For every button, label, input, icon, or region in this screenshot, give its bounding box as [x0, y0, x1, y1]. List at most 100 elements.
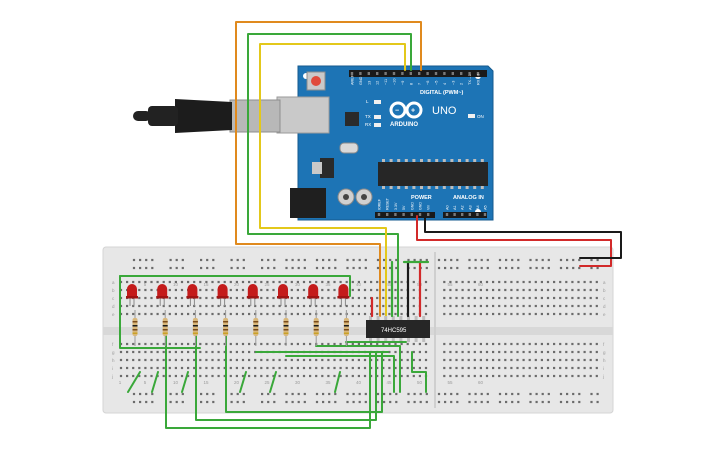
breadboard-hole[interactable]: [211, 312, 214, 316]
rail-hole[interactable]: [352, 266, 355, 270]
breadboard-hole[interactable]: [290, 288, 293, 292]
breadboard-hole[interactable]: [272, 296, 275, 300]
rail-hole[interactable]: [578, 258, 581, 262]
rail-hole[interactable]: [572, 258, 575, 262]
breadboard-hole[interactable]: [174, 366, 177, 370]
breadboard-hole[interactable]: [168, 366, 171, 370]
breadboard-hole[interactable]: [565, 374, 568, 378]
rail-hole[interactable]: [383, 266, 386, 270]
rail-hole[interactable]: [261, 258, 264, 262]
breadboard-hole[interactable]: [193, 350, 196, 354]
breadboard-hole[interactable]: [534, 342, 537, 346]
rail-hole[interactable]: [419, 258, 422, 262]
breadboard-hole[interactable]: [284, 304, 287, 308]
rail-hole[interactable]: [236, 400, 239, 404]
breadboard-hole[interactable]: [382, 304, 385, 308]
breadboard-hole[interactable]: [174, 312, 177, 316]
breadboard-hole[interactable]: [217, 312, 220, 316]
rail-hole[interactable]: [297, 400, 300, 404]
breadboard-hole[interactable]: [577, 312, 580, 316]
breadboard-hole[interactable]: [394, 358, 397, 362]
rail-hole[interactable]: [413, 266, 416, 270]
breadboard-hole[interactable]: [492, 312, 495, 316]
rail-hole[interactable]: [547, 258, 550, 262]
wire-output-5[interactable]: [285, 355, 395, 393]
breadboard-hole[interactable]: [528, 342, 531, 346]
rail-hole[interactable]: [389, 266, 392, 270]
breadboard-hole[interactable]: [443, 342, 446, 346]
breadboard-hole[interactable]: [223, 312, 226, 316]
breadboard-hole[interactable]: [302, 366, 306, 370]
breadboard-hole[interactable]: [382, 296, 385, 300]
breadboard-hole[interactable]: [174, 304, 177, 308]
wires-arduino[interactable]: [235, 21, 622, 317]
breadboard-hole[interactable]: [449, 374, 452, 378]
breadboard-hole[interactable]: [571, 350, 574, 354]
rail-hole[interactable]: [566, 392, 569, 396]
rail-hole[interactable]: [151, 266, 154, 270]
breadboard-hole[interactable]: [473, 312, 476, 316]
led-array[interactable]: [126, 284, 350, 346]
rail-hole[interactable]: [358, 400, 361, 404]
breadboard-hole[interactable]: [510, 350, 513, 354]
breadboard-hole[interactable]: [424, 280, 428, 284]
breadboard-hole[interactable]: [156, 350, 159, 354]
breadboard-hole[interactable]: [217, 358, 220, 362]
breadboard-hole[interactable]: [211, 280, 214, 284]
breadboard-hole[interactable]: [504, 312, 507, 316]
breadboard-hole[interactable]: [333, 312, 336, 316]
breadboard-hole[interactable]: [162, 350, 165, 354]
rail-hole[interactable]: [315, 266, 319, 270]
rail-hole[interactable]: [132, 258, 136, 262]
breadboard-hole[interactable]: [284, 358, 287, 362]
rail-hole[interactable]: [334, 258, 337, 262]
digital-pin[interactable]: [476, 72, 480, 75]
breadboard-hole[interactable]: [467, 280, 470, 284]
breadboard-hole[interactable]: [418, 374, 421, 378]
breadboard-hole[interactable]: [211, 296, 214, 300]
rail-hole[interactable]: [352, 400, 355, 404]
rail-hole[interactable]: [315, 400, 319, 404]
breadboard-hole[interactable]: [302, 358, 306, 362]
breadboard-hole[interactable]: [589, 342, 592, 346]
rail-hole[interactable]: [328, 266, 331, 270]
breadboard-hole[interactable]: [321, 288, 324, 292]
rail-hole[interactable]: [151, 392, 154, 396]
breadboard-hole[interactable]: [577, 304, 580, 308]
breadboard-hole[interactable]: [333, 342, 336, 346]
breadboard-hole[interactable]: [516, 366, 519, 370]
breadboard-hole[interactable]: [583, 374, 586, 378]
wire-led-top[interactable]: [119, 275, 351, 297]
rail-hole[interactable]: [334, 266, 337, 270]
breadboard-hole[interactable]: [302, 288, 306, 292]
breadboard-hole[interactable]: [461, 358, 464, 362]
rail-hole[interactable]: [437, 258, 441, 262]
rail-hole[interactable]: [358, 266, 361, 270]
breadboard-hole[interactable]: [339, 374, 342, 378]
digital-pin[interactable]: [468, 72, 471, 75]
rail-hole[interactable]: [273, 392, 276, 396]
breadboard-hole[interactable]: [443, 358, 446, 362]
breadboard-hole[interactable]: [595, 358, 598, 362]
breadboard-hole[interactable]: [559, 366, 562, 370]
breadboard-hole[interactable]: [424, 358, 428, 362]
breadboard-hole[interactable]: [126, 304, 129, 308]
rail-hole[interactable]: [242, 392, 245, 396]
rail-hole[interactable]: [535, 266, 538, 270]
breadboard-hole[interactable]: [248, 342, 251, 346]
breadboard-hole[interactable]: [339, 358, 342, 362]
breadboard-hole[interactable]: [162, 374, 165, 378]
rail-hole[interactable]: [529, 266, 532, 270]
breadboard-hole[interactable]: [455, 342, 458, 346]
breadboard-hole[interactable]: [473, 280, 476, 284]
breadboard-hole[interactable]: [424, 342, 428, 346]
breadboard-hole[interactable]: [345, 374, 348, 378]
rail-hole[interactable]: [206, 258, 209, 262]
rail-hole[interactable]: [541, 266, 544, 270]
breadboard-hole[interactable]: [211, 304, 214, 308]
breadboard-hole[interactable]: [528, 358, 531, 362]
breadboard-hole[interactable]: [357, 358, 360, 362]
breadboard-hole[interactable]: [162, 280, 165, 284]
breadboard-hole[interactable]: [126, 358, 129, 362]
power-pin[interactable]: [402, 213, 405, 216]
